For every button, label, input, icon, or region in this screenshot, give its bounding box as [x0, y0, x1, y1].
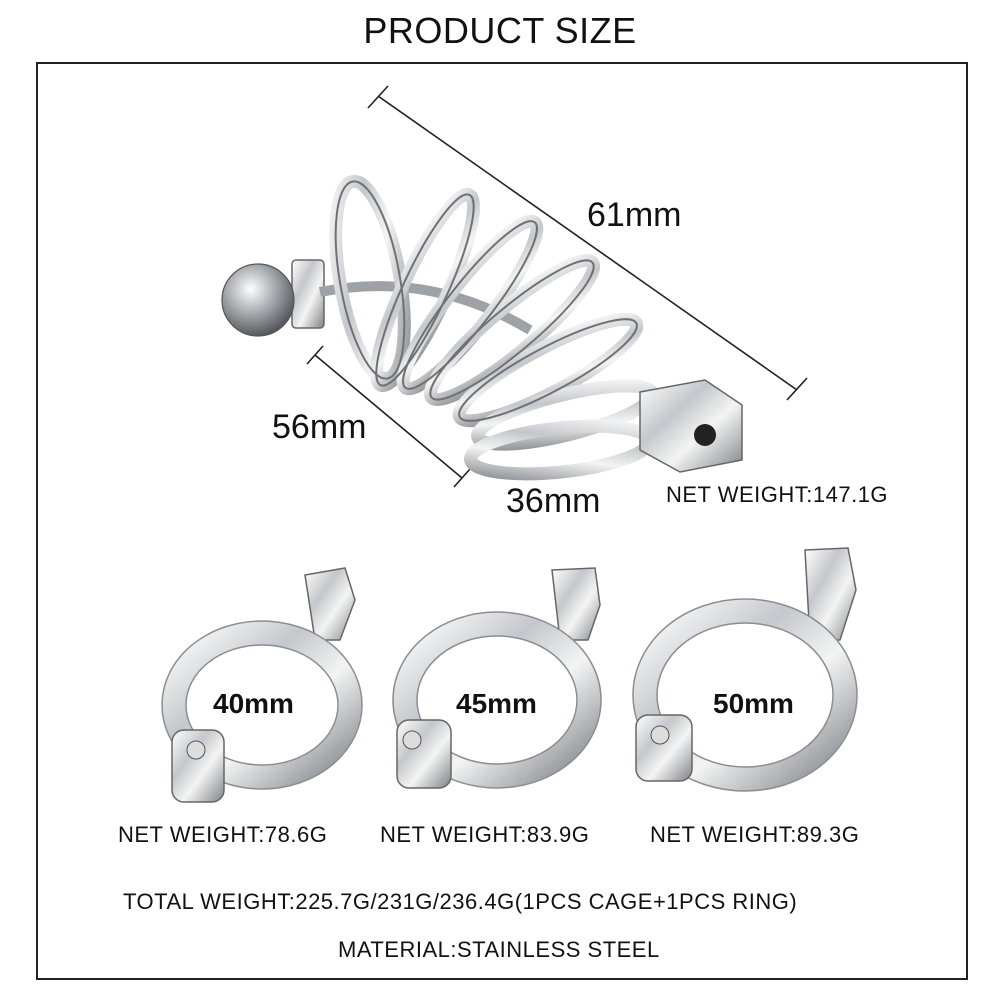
- material: MATERIAL:STAINLESS STEEL: [338, 937, 660, 962]
- ring-45-net-weight: NET WEIGHT:83.9G: [380, 822, 590, 847]
- cage-length-label: 61mm: [587, 196, 682, 234]
- ring-40-net-weight: NET WEIGHT:78.6G: [118, 822, 328, 847]
- cage-illustration: [221, 174, 743, 481]
- dimension-line-height: [306, 345, 471, 488]
- total-weight: TOTAL WEIGHT:225.7G/231G/236.4G(1PCS CAG…: [123, 889, 798, 914]
- ring-size-50: 50mm: [713, 688, 794, 719]
- ring-50-illustration: [632, 547, 858, 792]
- product-frame: [36, 62, 968, 980]
- cage-width-label: 36mm: [506, 482, 601, 520]
- ring-50-net-weight: NET WEIGHT:89.3G: [650, 822, 860, 847]
- dimension-line-length: [367, 85, 808, 401]
- ring-45-illustration: [392, 567, 602, 789]
- cage-height-label: 56mm: [272, 408, 367, 446]
- page-title: PRODUCT SIZE: [363, 10, 637, 51]
- ring-size-45: 45mm: [456, 688, 537, 719]
- ring-size-40: 40mm: [213, 688, 294, 719]
- cage-net-weight: NET WEIGHT:147.1G: [666, 482, 889, 507]
- ring-40-illustration: [161, 567, 363, 803]
